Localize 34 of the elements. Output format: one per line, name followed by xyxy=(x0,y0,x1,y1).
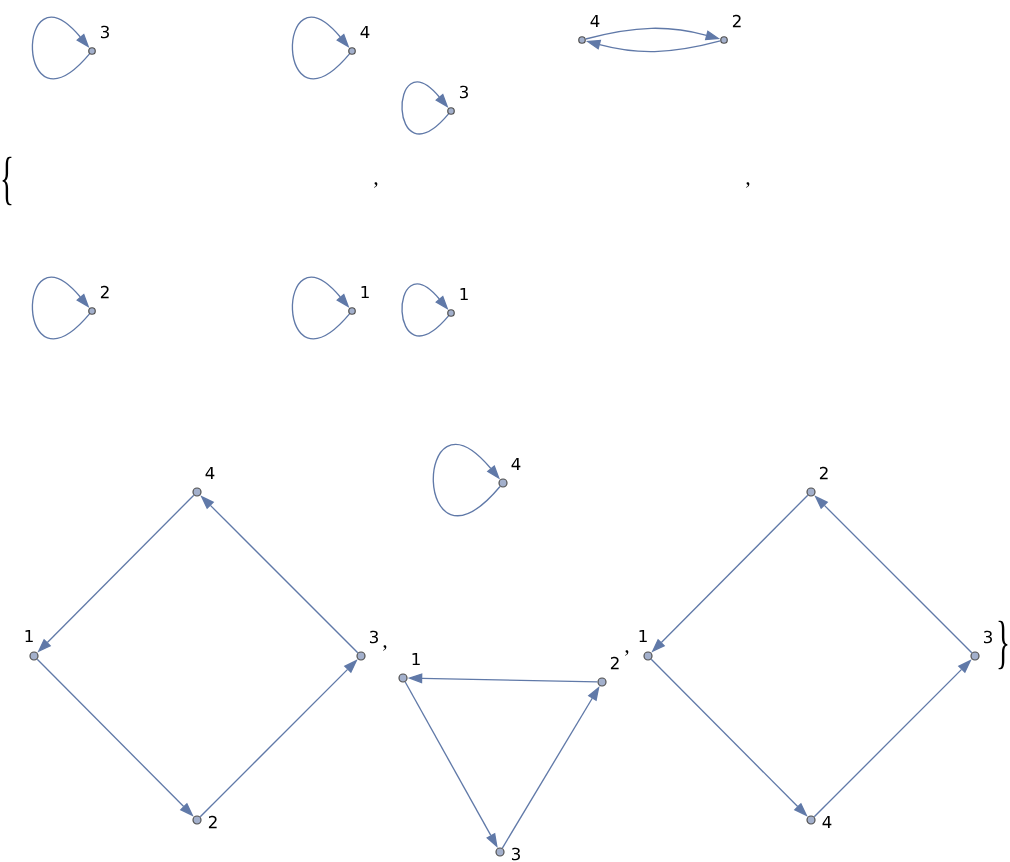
comma: , xyxy=(383,645,387,651)
comma: , xyxy=(374,182,378,188)
vertex-label: 3 xyxy=(512,847,520,861)
brace: } xyxy=(998,620,1008,670)
vertex-label: 1 xyxy=(361,285,369,299)
vertex-label: 2 xyxy=(819,466,828,480)
vertex-label: 2 xyxy=(100,285,109,299)
vertex-label: 3 xyxy=(101,25,109,39)
comma: , xyxy=(625,650,629,656)
loop-arrow xyxy=(432,444,501,516)
vertex-label: 1 xyxy=(639,629,647,643)
brace: { xyxy=(2,156,12,206)
loop-arrow xyxy=(31,16,91,79)
vertex-label: 4 xyxy=(822,815,832,829)
vertex-label: 3 xyxy=(370,630,378,644)
vertex-label: 1 xyxy=(412,652,420,666)
loop-arrow xyxy=(291,16,351,79)
loop-arrow xyxy=(291,276,351,339)
loop-arrow xyxy=(31,276,91,339)
vertex-label: 2 xyxy=(208,815,217,829)
vertex-label: 2 xyxy=(610,656,619,670)
vertex-label: 3 xyxy=(984,630,992,644)
vertex-label: 3 xyxy=(460,85,468,99)
vertex-label: 2 xyxy=(732,14,741,28)
vertex-label: 1 xyxy=(25,629,33,643)
vertex-label: 4 xyxy=(360,25,370,39)
vertex-label: 4 xyxy=(205,466,215,480)
vertex-label: 4 xyxy=(590,14,600,28)
comma: , xyxy=(746,182,750,188)
loop-arrow xyxy=(401,81,450,135)
vertex-label: 1 xyxy=(460,287,468,301)
vertex-label: 4 xyxy=(511,457,521,471)
loop-arrow xyxy=(401,283,450,337)
vertex-dot xyxy=(495,847,505,857)
